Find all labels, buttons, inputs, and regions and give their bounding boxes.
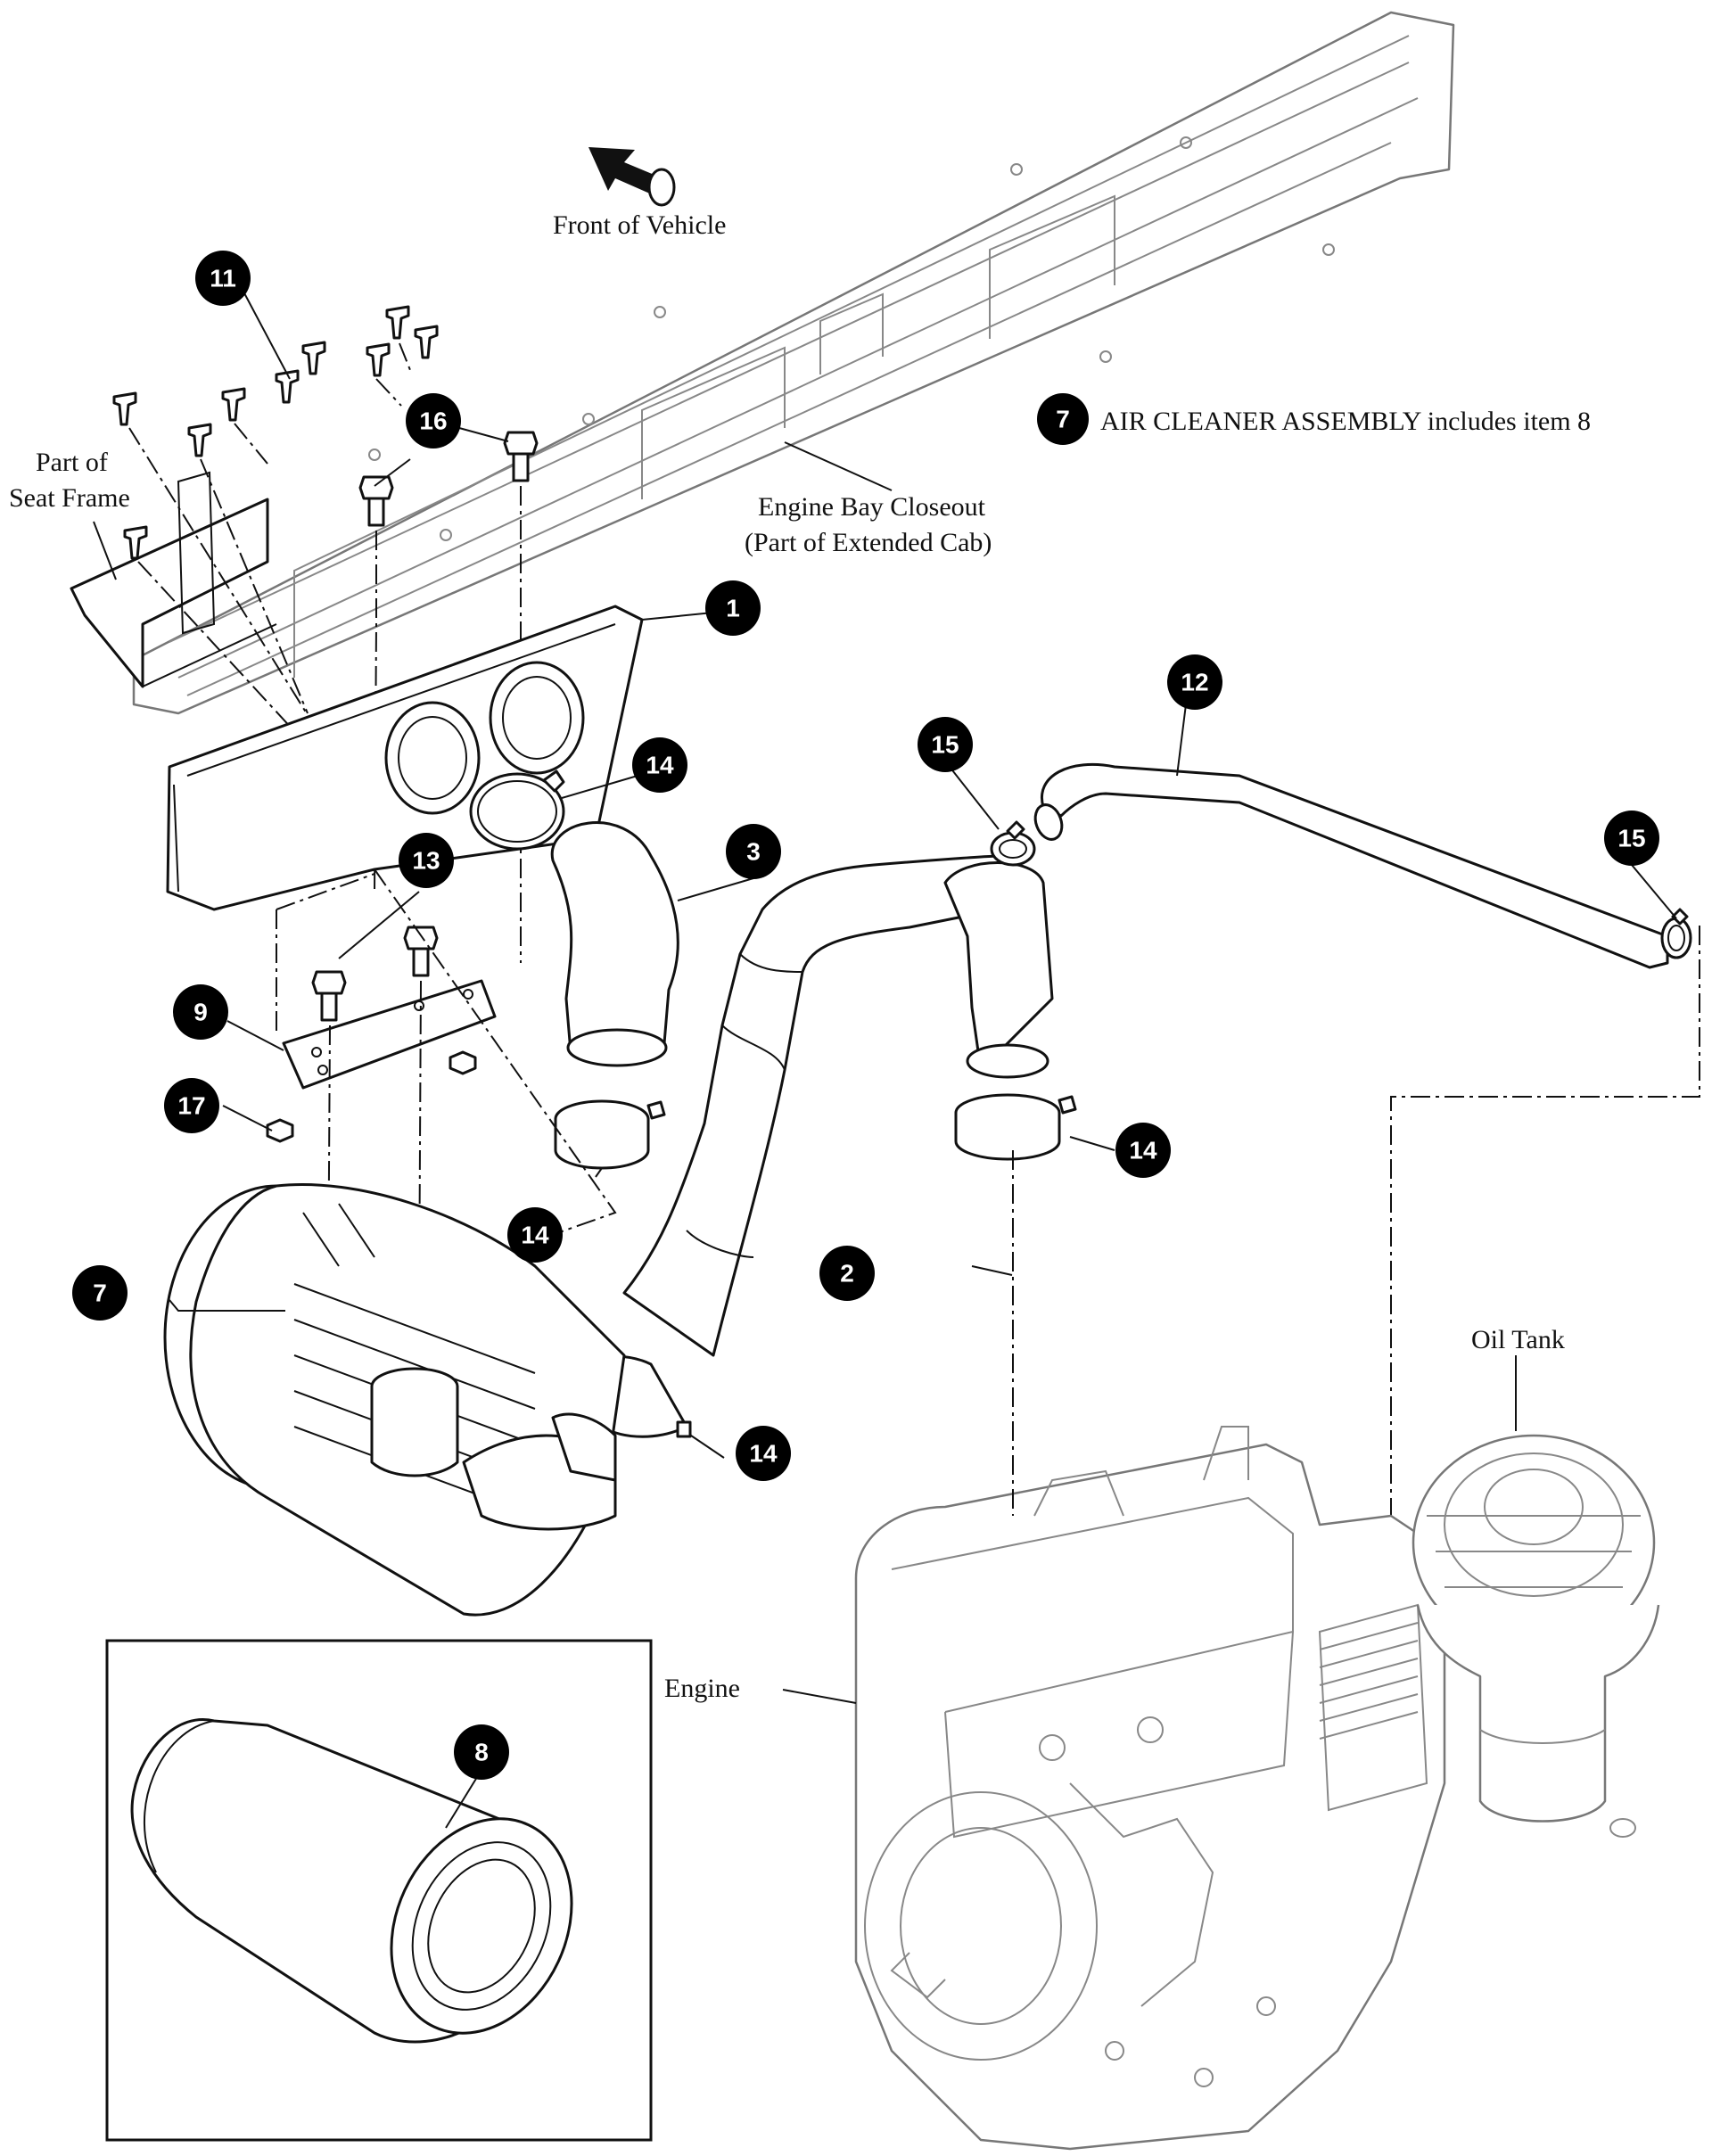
hose-clamp-15-left: [990, 820, 1036, 867]
mounting-plate-9: [282, 979, 497, 1090]
closeout-leader: [784, 441, 893, 491]
callout-15-a-text: 15: [931, 731, 959, 759]
callout-1: 1: [705, 580, 761, 636]
closeout-label-line2: (Part of Extended Cab): [745, 528, 992, 557]
callout-11: 11: [195, 251, 251, 306]
engine: [854, 1426, 1446, 2151]
callout-1-text: 1: [726, 595, 740, 622]
callout-15-a: 15: [918, 717, 973, 772]
seat-frame-label-line1: Part of: [36, 448, 108, 477]
hose-clamp-14-top: [469, 769, 565, 851]
callout-15-b-text: 15: [1617, 825, 1645, 852]
callout-8-text: 8: [474, 1739, 489, 1766]
bolt-16-left: [358, 475, 394, 527]
bolt-13-left: [311, 970, 347, 1022]
seat-frame-part: [70, 471, 277, 688]
note-badge-text: 7: [1056, 406, 1070, 433]
callout-3: 3: [726, 824, 781, 879]
callout-9-text: 9: [193, 999, 208, 1026]
seat-frame-label-line2: Seat Frame: [9, 483, 130, 513]
hose-clamp-15-right: [1660, 908, 1692, 959]
nut-17-right: [449, 1050, 477, 1075]
engine-label: Engine: [664, 1674, 740, 1703]
oil-tank: [1412, 1434, 1660, 1838]
callout-7: 7: [72, 1265, 128, 1321]
front-of-vehicle-arrow-icon: [588, 147, 676, 207]
bolt-13-right: [403, 926, 439, 977]
callout-15-b: 15: [1604, 811, 1659, 866]
callout-7-text: 7: [93, 1280, 107, 1307]
bolt-16-right: [503, 431, 539, 482]
callout-9: 9: [173, 984, 228, 1040]
air-cleaner-assembly-7: [163, 1182, 626, 1617]
filter-element-8: [130, 1718, 573, 2044]
callout-12: 12: [1167, 654, 1222, 710]
callout-14-c-text: 14: [1129, 1137, 1157, 1164]
note-callout: 7 AIR CLEANER ASSEMBLY includes item 8: [1037, 393, 1591, 445]
callout-17-text: 17: [177, 1092, 205, 1120]
oil-tank-label: Oil Tank: [1471, 1325, 1565, 1354]
callout-3-text: 3: [746, 838, 761, 866]
intake-tube-2: [622, 854, 1054, 1357]
push-rivets: [112, 305, 439, 560]
breather-dash-line: [1390, 926, 1700, 1578]
callout-13: 13: [399, 833, 454, 888]
callout-12-text: 12: [1181, 669, 1208, 696]
callout-14-b: 14: [507, 1207, 563, 1263]
front-of-vehicle-label: Front of Vehicle: [553, 210, 726, 240]
callout-13-text: 13: [412, 847, 440, 875]
filter-element-frame: [105, 1639, 653, 2142]
callout-2-text: 2: [840, 1260, 854, 1288]
callout-14-a: 14: [632, 737, 687, 793]
callout-16: 16: [406, 393, 461, 448]
closeout-label-line1: Engine Bay Closeout: [758, 492, 986, 522]
callout-17: 17: [164, 1078, 219, 1133]
breather-hose-12: [1033, 762, 1669, 969]
rivet-dash-lines: [128, 342, 413, 732]
callout-14-d-text: 14: [749, 1440, 778, 1468]
engine-bay-closeout-panel: [132, 11, 1455, 715]
callout-11-text: 11: [210, 265, 236, 292]
callout-16-text: 16: [419, 407, 447, 435]
elbow-hose-3: [550, 821, 679, 1067]
note-text: AIR CLEANER ASSEMBLY includes item 8: [1100, 407, 1591, 436]
callout-leaders: [169, 289, 1677, 1829]
callout-14-d: 14: [736, 1426, 791, 1481]
hose-clamp-14-left: [554, 1099, 666, 1170]
callout-2: 2: [819, 1246, 875, 1301]
callout-8: 8: [454, 1724, 509, 1780]
nut-17-left: [266, 1118, 294, 1143]
hose-clamp-14-right: [954, 1093, 1077, 1161]
callout-14-b-text: 14: [521, 1222, 549, 1249]
callout-14-c: 14: [1115, 1123, 1171, 1178]
callout-14-a-text: 14: [646, 752, 674, 779]
seat-frame-leader: [93, 521, 117, 580]
